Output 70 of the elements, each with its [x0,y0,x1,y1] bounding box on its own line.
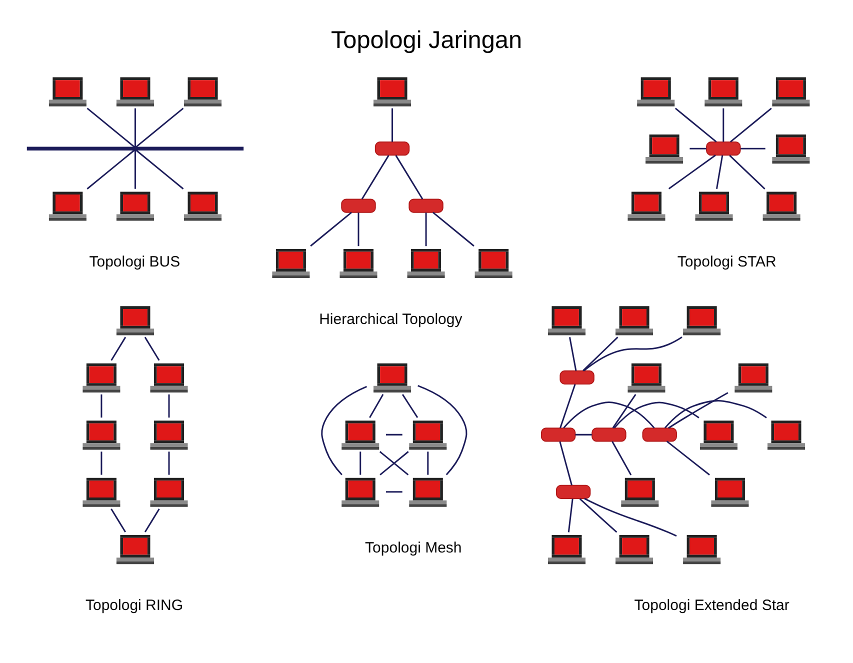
label: Topologi Extended Star [634,596,790,614]
connector [360,452,362,475]
node-bar [26,146,244,150]
connector [722,108,724,142]
connector [86,150,135,190]
label: Topologi RING [86,596,184,614]
connector [575,434,592,436]
node-box [642,428,677,442]
connector [427,452,429,475]
connector [432,212,474,247]
node-box [592,428,626,442]
diagram-title: Topologi Jaringan [330,27,522,54]
connector [666,440,710,476]
label: Hierarchical Topology [319,310,462,328]
connector [134,108,136,148]
connector [664,400,767,428]
connector [418,384,468,476]
node-box [560,370,594,384]
connector [168,394,170,418]
connector [568,337,577,371]
connector [582,336,618,372]
connector [136,150,184,190]
connector [425,212,427,246]
connector [690,148,706,150]
connector [730,108,772,142]
connector [144,508,160,532]
connector [740,148,766,150]
label: Topologi STAR [677,254,776,271]
node-box [374,142,410,156]
connector [563,401,655,428]
connector [584,498,677,537]
connector [612,394,636,428]
connector [729,154,766,190]
connector [560,384,576,428]
connector [134,150,136,189]
connector [369,394,384,418]
connector [144,336,160,361]
label: Topologi BUS [89,254,180,271]
connector [110,508,126,532]
connector [86,108,135,148]
connector [386,491,402,493]
node-box [540,428,576,442]
node-box [408,198,444,213]
node-box [341,198,376,213]
connector [358,212,360,246]
connector [402,394,418,418]
connector [100,394,102,418]
connector [395,155,424,200]
connector [583,336,682,372]
connector [668,154,716,190]
connector [361,155,390,200]
connector [674,108,717,142]
connector [321,386,368,476]
connector [168,452,170,475]
connector [612,441,632,476]
connector [668,392,728,429]
connector [386,434,402,436]
connector [559,441,572,486]
connector [135,108,184,148]
connector [568,498,574,532]
connector [310,212,352,247]
node-box [706,142,741,156]
node-box [556,484,591,499]
connector [579,498,618,533]
connector [392,108,393,142]
connector [614,402,700,428]
connector [716,155,724,190]
connector [110,336,126,361]
label: Topologi Mesh [365,540,462,557]
connector [100,452,102,475]
